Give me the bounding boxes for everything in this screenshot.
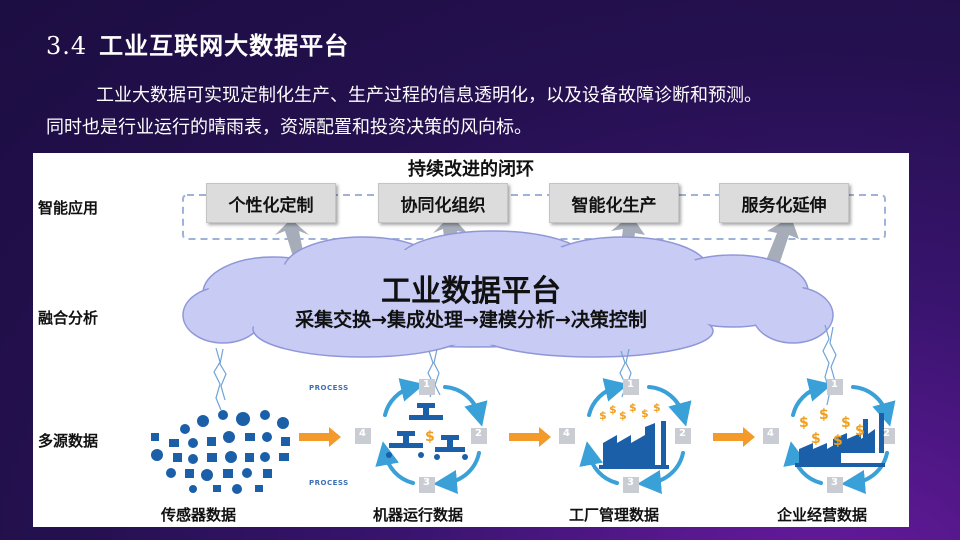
step-3: 3 bbox=[627, 477, 634, 488]
svg-text:$: $ bbox=[811, 431, 821, 447]
svg-text:$: $ bbox=[855, 423, 865, 439]
diagram-panel: $ $$$$$$ $$$$$$ 持续改进的闭环 智能应用 融合分析 多源数据 个… bbox=[33, 153, 909, 527]
step-4: 4 bbox=[359, 428, 366, 439]
app-box-customization: 个性化定制 bbox=[206, 183, 336, 223]
process-loops bbox=[375, 378, 896, 494]
source-label-machines: 机器运行数据 bbox=[373, 506, 464, 524]
step-2: 2 bbox=[475, 428, 482, 439]
sensor-icons-cluster bbox=[151, 410, 290, 494]
row-label-sources: 多源数据 bbox=[38, 432, 99, 450]
intro-line-1: 工业大数据可实现定制化生产、生产过程的信息透明化，以及设备故障诊断和预测。 bbox=[96, 85, 762, 106]
source-label-factory: 工厂管理数据 bbox=[569, 506, 660, 524]
svg-text:$: $ bbox=[819, 407, 829, 423]
svg-text:$: $ bbox=[653, 401, 661, 414]
step-3: 3 bbox=[831, 477, 838, 488]
source-label-enterprise: 企业经营数据 bbox=[777, 506, 868, 524]
factory-icon bbox=[599, 421, 669, 469]
platform-pipeline: 采集交换→集成处理→建模分析→决策控制 bbox=[295, 309, 647, 331]
diagram-graphics: $ $$$$$$ $$$$$$ bbox=[151, 194, 896, 494]
platform-title: 工业数据平台 bbox=[381, 274, 561, 309]
step-1: 1 bbox=[831, 379, 838, 390]
step-2: 2 bbox=[679, 428, 686, 439]
row-label-analysis: 融合分析 bbox=[38, 309, 99, 327]
flow-arrow-2 bbox=[509, 427, 551, 447]
money-icon: $ bbox=[425, 429, 435, 445]
step-1: 1 bbox=[423, 379, 430, 390]
svg-text:$: $ bbox=[841, 415, 851, 431]
app-box-smart-production: 智能化生产 bbox=[549, 183, 679, 223]
slide-title: 3.4 工业互联网大数据平台 bbox=[46, 26, 349, 61]
enterprise-icon bbox=[795, 413, 885, 467]
app-box-collaboration: 协同化组织 bbox=[378, 183, 508, 223]
intro-line-2: 同时也是行业运行的晴雨表，资源配置和投资决策的风向标。 bbox=[46, 117, 532, 138]
step-markers bbox=[355, 379, 895, 493]
row-label-applications: 智能应用 bbox=[38, 199, 99, 217]
svg-text:$: $ bbox=[619, 409, 627, 422]
section-number: 3.4 bbox=[46, 32, 88, 60]
svg-text:$: $ bbox=[833, 433, 843, 449]
cloud-inner-fill bbox=[207, 238, 804, 345]
process-label-bottom: PROCESS bbox=[309, 479, 349, 487]
flow-arrow-1 bbox=[299, 427, 341, 447]
svg-text:$: $ bbox=[599, 409, 607, 422]
flow-arrows bbox=[299, 427, 755, 447]
svg-text:$: $ bbox=[799, 415, 809, 431]
flow-arrow-3 bbox=[713, 427, 755, 447]
title-text: 工业互联网大数据平台 bbox=[99, 31, 350, 60]
svg-text:$: $ bbox=[629, 401, 637, 414]
svg-text:$: $ bbox=[641, 407, 649, 420]
process-label-top: PROCESS bbox=[309, 384, 349, 392]
enterprise-money-icons: $$$$$$ bbox=[799, 407, 865, 449]
intro-paragraph: 工业大数据可实现定制化生产、生产过程的信息透明化，以及设备故障诊断和预测。 同时… bbox=[46, 80, 926, 144]
step-3: 3 bbox=[423, 477, 430, 488]
step-4: 4 bbox=[767, 428, 774, 439]
step-4: 4 bbox=[563, 428, 570, 439]
step-1: 1 bbox=[627, 379, 634, 390]
valve-icon bbox=[386, 403, 468, 460]
app-box-service-extension: 服务化延伸 bbox=[719, 183, 849, 223]
factory-money-icons: $$$$$$ bbox=[599, 401, 661, 422]
source-label-sensors: 传感器数据 bbox=[161, 506, 237, 524]
svg-text:$: $ bbox=[609, 403, 617, 416]
up-arrow-4 bbox=[765, 217, 799, 265]
step-2: 2 bbox=[883, 428, 890, 439]
loop-title: 持续改进的闭环 bbox=[408, 159, 534, 180]
